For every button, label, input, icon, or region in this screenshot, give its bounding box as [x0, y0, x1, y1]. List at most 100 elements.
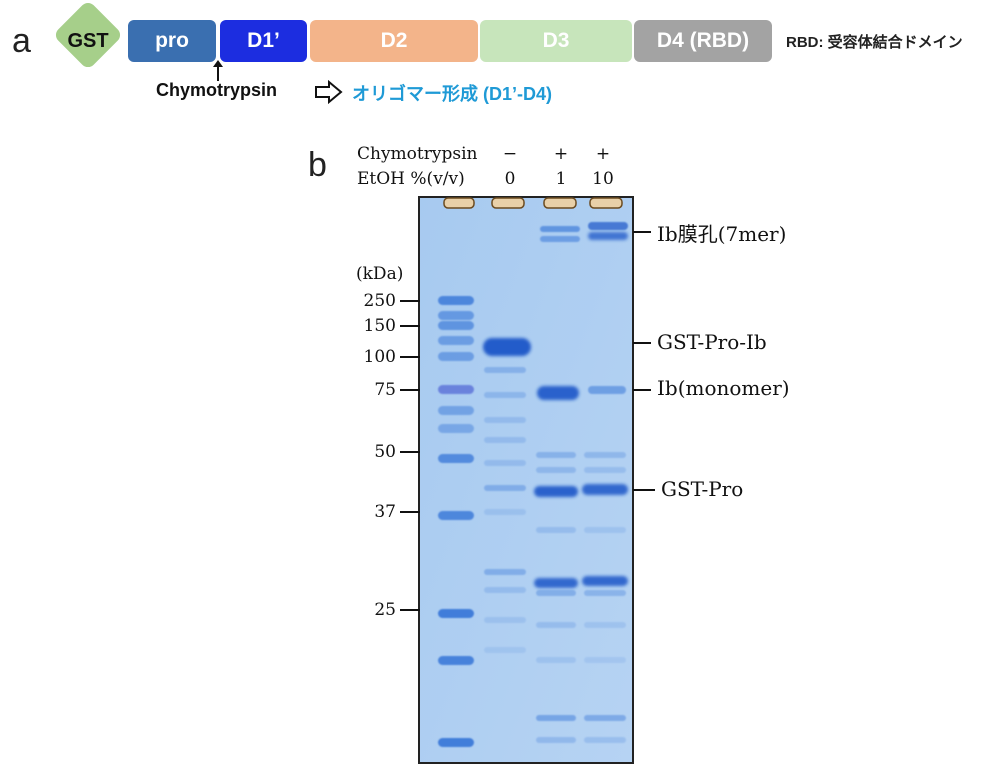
lane-2-7mer-band [540, 226, 580, 232]
marker-37-label: 37 [374, 502, 396, 522]
lane-1-minor-band [484, 437, 526, 443]
marker-band [438, 336, 474, 345]
lane-3-chymotrypsin: + [595, 144, 611, 164]
marker-band [438, 454, 474, 463]
domain-d2-label: D2 [380, 29, 408, 52]
lane-2-minor-band [536, 527, 576, 533]
marker-25-tick [400, 609, 420, 611]
lane-2-minor-band [536, 737, 576, 743]
lane-2-minor-band [536, 715, 576, 721]
lane-2-minor-band [536, 622, 576, 628]
lane-3-minor-band [584, 467, 626, 473]
band-label-7mer-pore: Ib膜孔(7mer) [657, 222, 787, 246]
band-label-monomer: Ib(monomer) [657, 376, 790, 400]
lane-3-minor-band [584, 622, 626, 628]
oligomer-formation-label: オリゴマー形成 (D1’-D4) [352, 84, 553, 104]
lane-3-7mer-band [588, 222, 628, 230]
domain-d2: D2 [310, 20, 478, 62]
domain-d1: D1’ [220, 20, 307, 62]
row-label-etoh: EtOH %(v/v) [357, 169, 465, 189]
band-label-gst-pro-ib: GST-Pro-Ib [657, 330, 767, 354]
domain-gst-label: GST [67, 29, 109, 52]
marker-band [438, 352, 474, 361]
lane-1-minor-band [484, 509, 526, 515]
marker-250-label: 250 [363, 291, 396, 311]
lane-1-gst-pro-ib-band [483, 338, 531, 356]
lane-1-minor-band [484, 647, 526, 653]
gel-well-2 [543, 197, 577, 209]
lane-1-minor-band [484, 617, 526, 623]
lane-3-monomer-band [588, 386, 626, 394]
marker-band [438, 511, 474, 520]
lane-2-minor-band [536, 590, 576, 596]
lane-3-minor-band [584, 590, 626, 596]
lane-1-chymotrypsin: − [502, 144, 518, 164]
marker-150-tick [400, 325, 420, 327]
domain-d3-label: D3 [542, 29, 570, 52]
marker-band [438, 385, 474, 394]
marker-band [438, 321, 474, 330]
lane-3-minor-band [584, 657, 626, 663]
marker-100-label: 100 [363, 347, 396, 367]
band-gst-pro-ib-tick [633, 342, 651, 344]
hollow-right-arrow-icon [315, 80, 343, 104]
marker-band [438, 656, 474, 665]
lane-3-minor-band [584, 737, 626, 743]
gel-well-1 [491, 197, 525, 209]
lane-1-minor-band [484, 392, 526, 398]
marker-75-label: 75 [374, 380, 396, 400]
lane-2-minor-band [536, 657, 576, 663]
band-7mer-tick [633, 231, 651, 233]
lane-2-gst-pro-band [534, 486, 578, 497]
marker-band [438, 296, 474, 305]
lane-1-minor-band [484, 460, 526, 466]
marker-band [438, 311, 474, 320]
band-label-gst-pro: GST-Pro [661, 477, 744, 501]
marker-250-tick [400, 300, 420, 302]
lane-1-minor-band [484, 569, 526, 575]
cleavage-site-arrow-icon [213, 60, 223, 81]
lane-3-gst-pro-band [582, 484, 628, 495]
marker-unit-label: (kDa) [356, 264, 404, 284]
marker-150-label: 150 [363, 316, 396, 336]
band-gst-pro-tick [633, 489, 655, 491]
marker-50-tick [400, 451, 420, 453]
marker-75-tick [400, 389, 420, 391]
marker-band [438, 738, 474, 747]
row-label-chymotrypsin: Chymotrypsin [357, 144, 478, 164]
lane-3-minor-band [584, 452, 626, 458]
lane-1-minor-band [484, 417, 526, 423]
lane-2-minor-band [536, 452, 576, 458]
band-monomer-tick [633, 389, 651, 391]
domain-pro-label: pro [155, 29, 189, 52]
lane-3-7mer-band [588, 232, 628, 240]
lane-1-minor-band [484, 587, 526, 593]
gel-well-3 [589, 197, 623, 209]
marker-100-tick [400, 356, 420, 358]
gel-background [418, 196, 634, 764]
lane-2-fragment-band [534, 578, 578, 588]
marker-band [438, 424, 474, 433]
marker-band [438, 609, 474, 618]
lane-1-etoh: 0 [504, 169, 516, 189]
lane-2-minor-band [536, 467, 576, 473]
domain-d1-label: D1’ [247, 29, 280, 52]
lane-3-minor-band [584, 527, 626, 533]
lane-3-minor-band [584, 715, 626, 721]
marker-37-tick [400, 511, 420, 513]
lane-2-etoh: 1 [555, 169, 567, 189]
chymotrypsin-label: Chymotrypsin [156, 80, 278, 100]
lane-3-fragment-band [582, 576, 628, 586]
marker-25-label: 25 [374, 600, 396, 620]
domain-pro: pro [128, 20, 216, 62]
gel-wells [443, 197, 623, 209]
lane-1-minor-band [484, 485, 526, 491]
panel-a-letter: a [12, 22, 31, 60]
marker-band [438, 406, 474, 415]
marker-50-label: 50 [374, 442, 396, 462]
domain-d4-rbd: D4 (RBD) [634, 20, 772, 62]
lane-2-monomer-band [537, 386, 579, 400]
lane-2-chymotrypsin: + [553, 144, 569, 164]
